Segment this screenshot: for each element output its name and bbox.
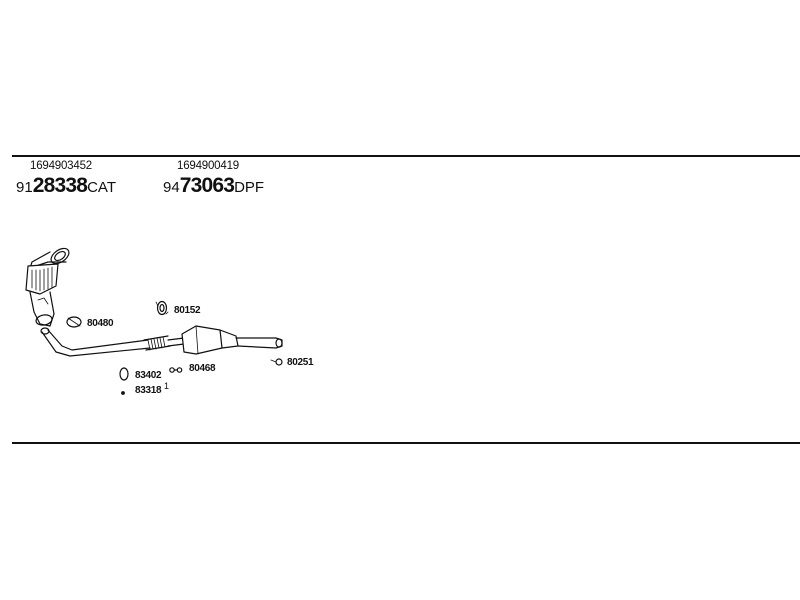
bolt-83402-part[interactable] xyxy=(119,367,129,381)
dpf-code: 9473063DPF xyxy=(163,174,264,198)
hanger-80251-part[interactable] xyxy=(270,358,283,366)
dpf-code-main: 73063 xyxy=(179,174,235,197)
label-bolt-small: 83318 xyxy=(135,385,162,396)
label-gasket-mid: 80152 xyxy=(174,305,201,316)
bottom-divider xyxy=(12,442,800,444)
cat-part-number: 1694903452 xyxy=(30,160,92,172)
hanger-80468-part[interactable] xyxy=(169,367,183,373)
cat-code: 9128338CAT xyxy=(16,174,116,198)
nut-83318-part[interactable] xyxy=(121,391,125,395)
clamp-80480-part[interactable] xyxy=(66,316,82,328)
cat-code-prefix: 91 xyxy=(16,179,33,196)
dpf-part[interactable] xyxy=(167,325,283,355)
label-clamp-front: 80480 xyxy=(87,318,114,329)
label-hanger-rear: 80251 xyxy=(287,357,314,368)
catalytic-converter-part[interactable] xyxy=(25,245,72,327)
label-gasket-small: 80468 xyxy=(189,363,216,374)
dpf-part-number: 1694900419 xyxy=(177,160,239,172)
dpf-code-suffix: DPF xyxy=(234,179,265,196)
cat-code-main: 28338 xyxy=(32,174,88,197)
top-divider xyxy=(12,155,800,157)
label-bolt-large: 83402 xyxy=(135,370,162,381)
cat-code-suffix: CAT xyxy=(87,179,116,196)
dpf-code-prefix: 94 xyxy=(163,179,180,196)
gasket-80152-part[interactable] xyxy=(155,300,169,316)
label-quantity: 1 xyxy=(164,381,169,391)
front-pipe-part[interactable] xyxy=(40,327,171,357)
